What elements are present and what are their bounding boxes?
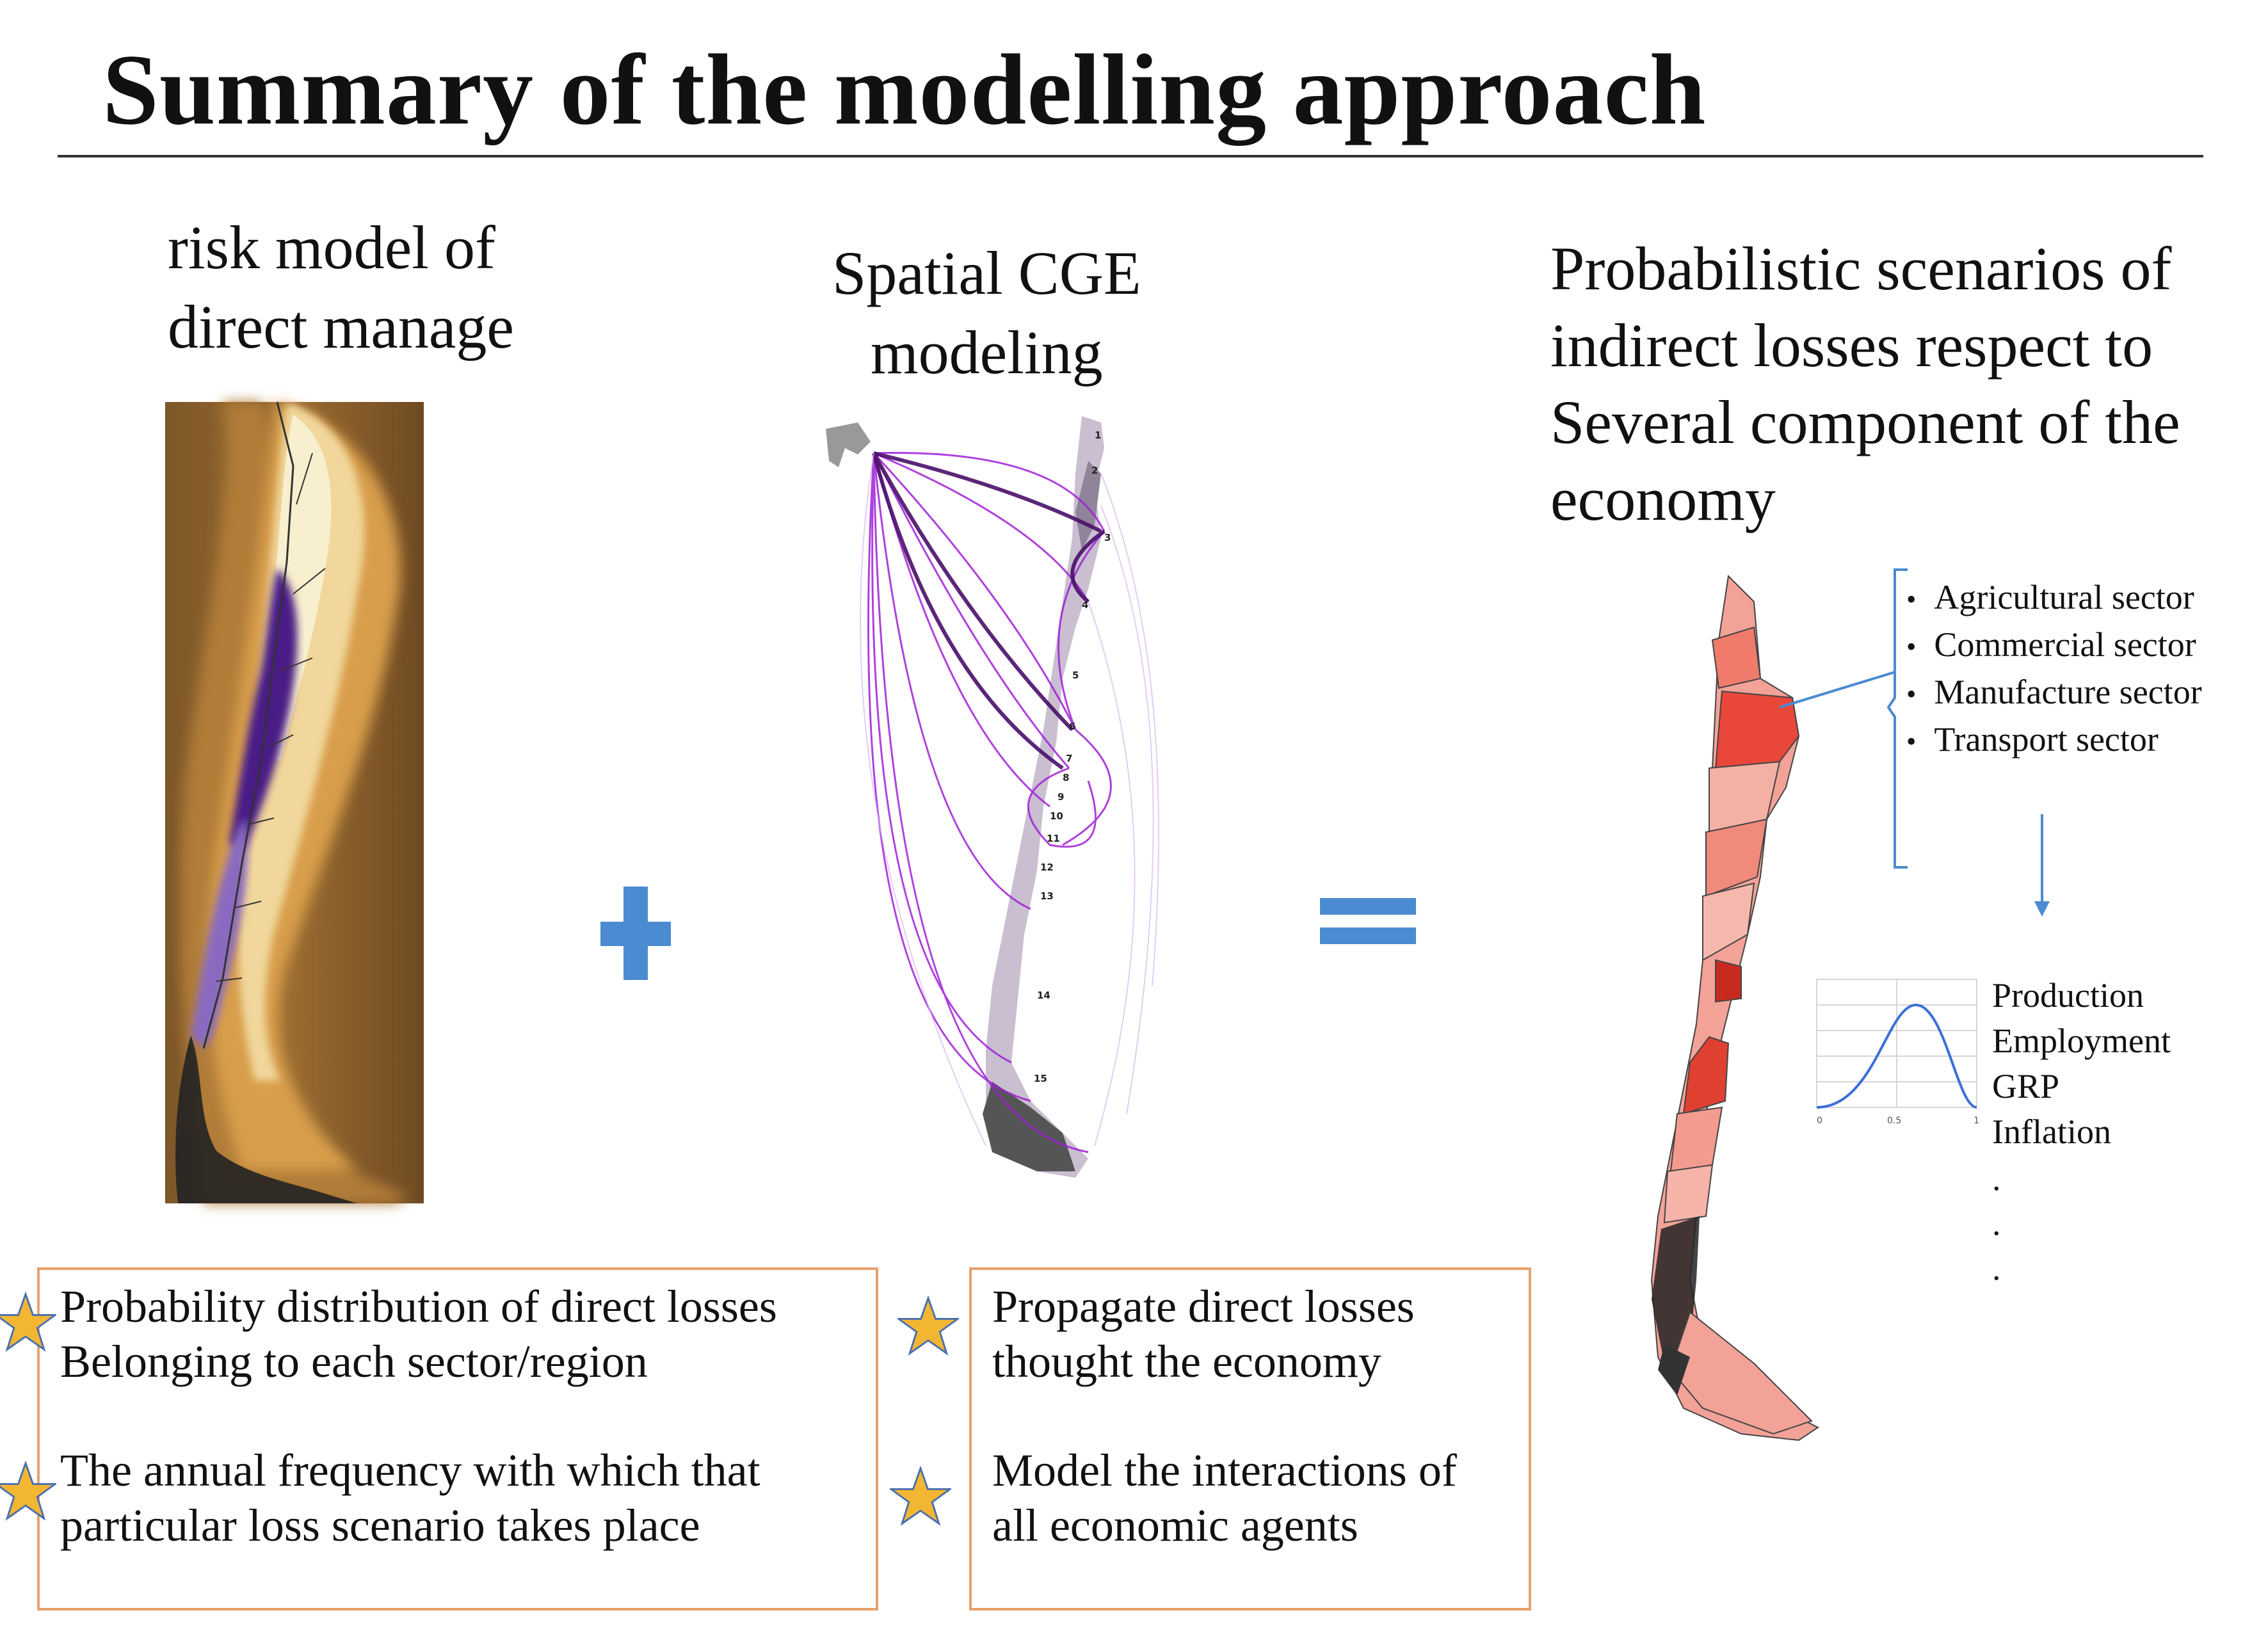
direct-loss-box: Probability distribution of direct losse…: [37, 1267, 878, 1610]
connector-lines: [1779, 568, 2050, 917]
star-icon: [897, 1296, 959, 1356]
indicator-item: Inflation: [1992, 1112, 2111, 1151]
region-label: 7: [1066, 753, 1072, 764]
prob-heading-line-3: Several component of the: [1550, 388, 2180, 456]
star-icon: [890, 1466, 951, 1526]
indicator-item: Production: [1992, 976, 2144, 1015]
propagation-item-2: Model the interactions of all economic a…: [992, 1443, 1457, 1553]
region-label: 5: [1072, 670, 1079, 681]
region-label: 1: [1095, 430, 1101, 441]
plus-icon: [600, 887, 671, 980]
text-line: Belonging to each sector/region: [60, 1336, 648, 1387]
risk-model-heading: risk model of direct manage: [168, 208, 514, 367]
text-line: all economic agents: [992, 1500, 1358, 1551]
star-icon: [0, 1292, 56, 1352]
sector-item: Agricultural sector: [1906, 575, 2202, 622]
sector-item: Transport sector: [1906, 717, 2202, 764]
indirect-loss-map: [1650, 574, 1819, 1441]
tick-label: 0.5: [1887, 1116, 1901, 1126]
direct-loss-item-1: Probability distribution of direct losse…: [60, 1279, 777, 1389]
indicator-item: GRP: [1992, 1067, 2060, 1105]
region-label: 10: [1050, 810, 1063, 822]
star-icon: [0, 1461, 56, 1521]
ellipsis-dot: .: [1992, 1159, 2001, 1198]
region-label: 8: [1063, 772, 1069, 783]
text-line: Model the interactions of: [992, 1445, 1457, 1496]
prob-heading-line-1: Probabilistic scenarios of: [1550, 234, 2172, 303]
region-label: 14: [1037, 990, 1050, 1001]
probabilistic-heading: Probabilistic scenarios of indirect loss…: [1550, 230, 2180, 538]
region-label: 9: [1058, 791, 1064, 803]
sector-item: Commercial sector: [1906, 622, 2202, 670]
indicator-item: Employment: [1992, 1022, 2171, 1060]
region-label: 6: [1069, 721, 1075, 732]
region-label: 12: [1040, 862, 1054, 873]
ellipsis-dot: .: [1992, 1249, 2001, 1287]
hazard-map: [165, 401, 424, 1203]
equals-icon: [1320, 898, 1416, 944]
region-label: 11: [1047, 833, 1060, 844]
cge-heading-line-1: Spatial CGE: [832, 239, 1141, 307]
text-line: Probability distribution of direct losse…: [60, 1281, 777, 1332]
sector-item: Manufacture sector: [1906, 670, 2201, 717]
cge-heading-line-2: modeling: [871, 318, 1103, 387]
prob-heading-line-4: economy: [1550, 465, 1776, 533]
region-label: 4: [1082, 599, 1088, 611]
slide-title: Summary of the modelling approach: [102, 34, 1707, 146]
region-label: 13: [1040, 890, 1054, 902]
cge-arc-map: 1 2 3 4 5 6 7 8 9 10 11 12 13 14 15: [826, 416, 1159, 1178]
ellipsis-dot: .: [1992, 1204, 2001, 1242]
text-line: Propagate direct losses: [992, 1281, 1415, 1332]
prob-heading-line-2: indirect losses respect to: [1550, 311, 2153, 380]
risk-heading-line-2: direct manage: [168, 293, 515, 361]
direct-loss-item-2: The annual frequency with which that par…: [60, 1443, 760, 1553]
propagation-box: Propagate direct losses thought the econ…: [969, 1267, 1531, 1610]
indicator-list: Production Employment GRP Inflation: [1992, 973, 2171, 1155]
tick-label: 1: [1974, 1116, 1979, 1126]
tick-label: 0: [1817, 1116, 1822, 1126]
cge-model-heading: Spatial CGE modeling: [832, 234, 1141, 392]
text-line: thought the economy: [992, 1336, 1381, 1387]
risk-heading-line-1: risk model of: [168, 213, 495, 282]
region-label: 15: [1034, 1073, 1047, 1084]
text-line: particular loss scenario takes place: [60, 1500, 700, 1551]
region-label: 3: [1104, 532, 1111, 543]
title-underline: [58, 155, 2203, 157]
distribution-curve: 0 0.5 1: [1816, 979, 1979, 1126]
text-line: The annual frequency with which that: [60, 1445, 760, 1496]
sector-list: Agricultural sector Commercial sector Ma…: [1906, 575, 2202, 764]
propagation-item-1: Propagate direct losses thought the econ…: [992, 1279, 1415, 1389]
region-label: 2: [1091, 465, 1098, 476]
